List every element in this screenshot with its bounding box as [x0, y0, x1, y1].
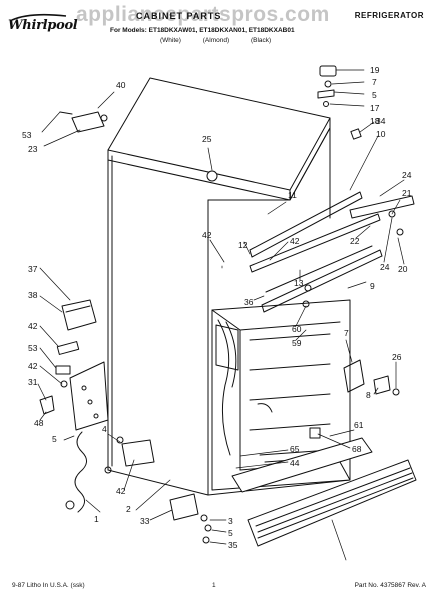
callout-48: 5 — [52, 434, 57, 444]
callout-11: 11 — [288, 190, 297, 200]
toe-grille — [231, 359, 417, 547]
part-no-label: Part No. 4375867 — [354, 582, 406, 589]
callout-38: 38 — [28, 290, 38, 300]
callout-42c: 42 — [28, 321, 38, 331]
callout-68: 48 — [34, 418, 44, 428]
callout-42d: 31 — [28, 377, 38, 387]
callout-40: 40 — [116, 80, 126, 90]
callout-4: 42 — [116, 486, 126, 496]
callout-8: 61 — [354, 420, 364, 430]
revision: Rev. A — [407, 582, 426, 589]
callout-33: 3 — [228, 516, 233, 526]
callout-5b: 4 — [102, 424, 107, 434]
callout-22: 22 — [350, 236, 360, 246]
bottom-hinge — [169, 493, 212, 544]
brand-name: Whirlpool — [8, 18, 78, 33]
callout-3: 5 — [228, 528, 233, 538]
left-components — [39, 299, 155, 513]
callout-60: 60 — [292, 324, 302, 334]
callout-7: 7 — [372, 77, 377, 87]
callout-2: 33 — [140, 516, 150, 526]
callout-19: 19 — [370, 65, 380, 75]
color-white: (White) — [160, 37, 181, 44]
callout-21: 21 — [402, 188, 412, 198]
callout-45: 53 — [28, 343, 38, 353]
cabinet-interior — [211, 299, 351, 491]
part-number: Part No. 4375867 Rev. A — [355, 582, 426, 589]
callout-42b: 42 — [290, 236, 300, 246]
callout-1: 2 — [126, 504, 131, 514]
callout-42e: 65 — [290, 444, 300, 454]
trim-rails — [249, 191, 415, 313]
page-footer: 9-87 Litho In U.S.A. (ssk) 1 Part No. 43… — [0, 578, 434, 596]
color-variants: (White) (Almond) (Black) — [160, 37, 291, 44]
callout-7b: 26 — [392, 352, 402, 362]
callout-24: 24 — [402, 170, 412, 180]
print-info: 9-87 Litho In U.S.A. (ssk) — [12, 582, 85, 589]
cabinet-shell — [107, 77, 351, 496]
appliance-type: REFRIGERATOR — [354, 11, 424, 20]
leader-lines — [37, 69, 405, 561]
callout-34: 34 — [376, 116, 386, 126]
logo-swoosh-icon — [11, 13, 67, 21]
whirlpool-logo: Whirlpool — [8, 12, 78, 42]
callout-12: 12 — [238, 240, 248, 250]
top-left-bracket — [59, 111, 108, 133]
callout-23: 23 — [28, 144, 38, 154]
callout-53b: 42 — [28, 361, 38, 371]
callout-44: 1 — [94, 514, 99, 524]
callout-10: 10 — [376, 129, 386, 139]
callout-59: 59 — [292, 338, 302, 348]
exploded-parts-diagram: 19 7 5 17 18 40 53 23 25 34 10 11 24 21 … — [22, 65, 417, 561]
page-header: Whirlpool appliancepartspros.com CABINET… — [0, 0, 434, 52]
callout-18: 18 — [370, 116, 380, 126]
top-hinge — [206, 65, 362, 182]
callout-31: 7 — [344, 328, 349, 338]
callout-26: 8 — [366, 390, 371, 400]
callout-42: 42 — [202, 230, 212, 240]
callout-25: 25 — [202, 134, 212, 144]
model-list: For Models: ET18DKXAW01, ET18DKXAN01, ET… — [110, 27, 295, 34]
callout-5c: 35 — [228, 540, 238, 550]
callout-20: 20 — [398, 264, 408, 274]
watermark: appliancepartspros.com — [76, 3, 330, 26]
callout-36: 36 — [244, 297, 254, 307]
color-almond: (Almond) — [202, 37, 230, 44]
callout-9: 9 — [370, 281, 375, 291]
callout-24b: 24 — [380, 262, 390, 272]
callout-53: 53 — [22, 130, 32, 140]
page-number: 1 — [212, 582, 216, 589]
callout-13: 13 — [294, 278, 304, 288]
callout-17: 17 — [370, 103, 380, 113]
callout-61: 68 — [352, 444, 362, 454]
callout-65: 44 — [290, 458, 300, 468]
callout-numbers: 19 7 5 17 18 40 53 23 25 34 10 11 24 21 … — [22, 65, 412, 550]
page-title: CABINET PARTS — [136, 11, 222, 21]
color-black: (Black) — [250, 37, 272, 44]
callout-5: 5 — [372, 90, 377, 100]
callout-37: 37 — [28, 264, 38, 274]
